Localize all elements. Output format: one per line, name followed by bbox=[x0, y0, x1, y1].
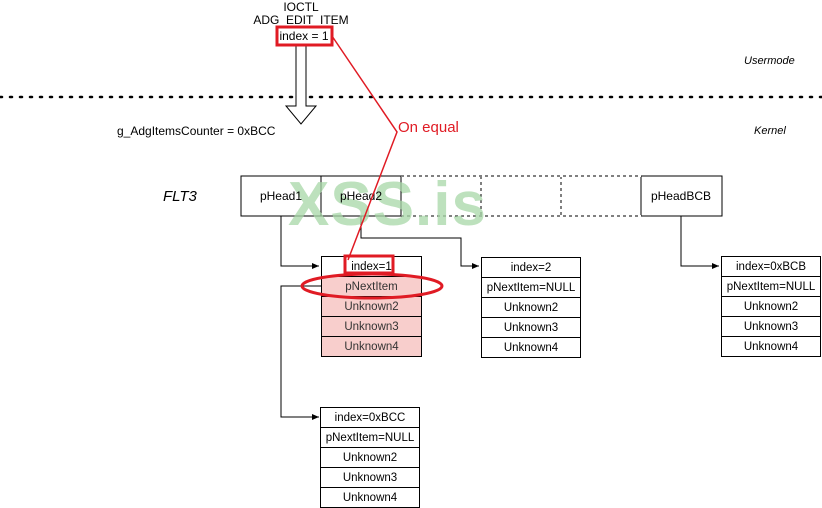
itembcc-unknown3: Unknown3 bbox=[320, 467, 420, 488]
itembcc-unknown4: Unknown4 bbox=[320, 487, 420, 508]
flt3-label: FLT3 bbox=[163, 188, 197, 205]
pheadbcb-connector bbox=[680, 216, 719, 269]
watermark-text: XSS.is bbox=[288, 170, 487, 239]
flt-head-phead1: pHead1 bbox=[259, 189, 303, 203]
item1-pnextitem: pNextItem bbox=[321, 276, 422, 297]
usermode-label: Usermode bbox=[744, 55, 795, 67]
item1-unknown4: Unknown4 bbox=[321, 336, 422, 357]
phead1-connector bbox=[280, 216, 319, 269]
itembcc-index: index=0xBCC bbox=[320, 407, 420, 428]
ioctl-index-label: index = 1 bbox=[279, 29, 329, 43]
kernel-label: Kernel bbox=[754, 125, 786, 137]
counter-label: g_AdgItemsCounter = 0xBCC bbox=[117, 124, 276, 138]
item1-index-highlight bbox=[343, 254, 395, 275]
on-equal-line bbox=[331, 35, 398, 261]
item2-unknown3: Unknown3 bbox=[481, 317, 581, 338]
flt-head-pheadbcb: pHeadBCB bbox=[650, 189, 712, 203]
phead2-connector bbox=[360, 216, 479, 269]
ioctl-index-highlight bbox=[275, 25, 334, 47]
item2-unknown4: Unknown4 bbox=[481, 337, 581, 358]
ioctl-down-arrow bbox=[284, 45, 318, 125]
pnextitem-highlight bbox=[300, 272, 444, 300]
ioctl-label: IOCTL bbox=[283, 0, 319, 14]
itembcb-unknown4: Unknown4 bbox=[721, 336, 821, 357]
ioctl-code-label: ADG_EDIT_ITEM bbox=[253, 13, 349, 27]
on-equal-annotation: On equal bbox=[398, 119, 459, 136]
itembcb-unknown2: Unknown2 bbox=[721, 296, 821, 317]
item1-unknown3: Unknown3 bbox=[321, 316, 422, 337]
itembcc-pnextitem: pNextItem=NULL bbox=[320, 427, 420, 448]
item2-unknown2: Unknown2 bbox=[481, 297, 581, 318]
